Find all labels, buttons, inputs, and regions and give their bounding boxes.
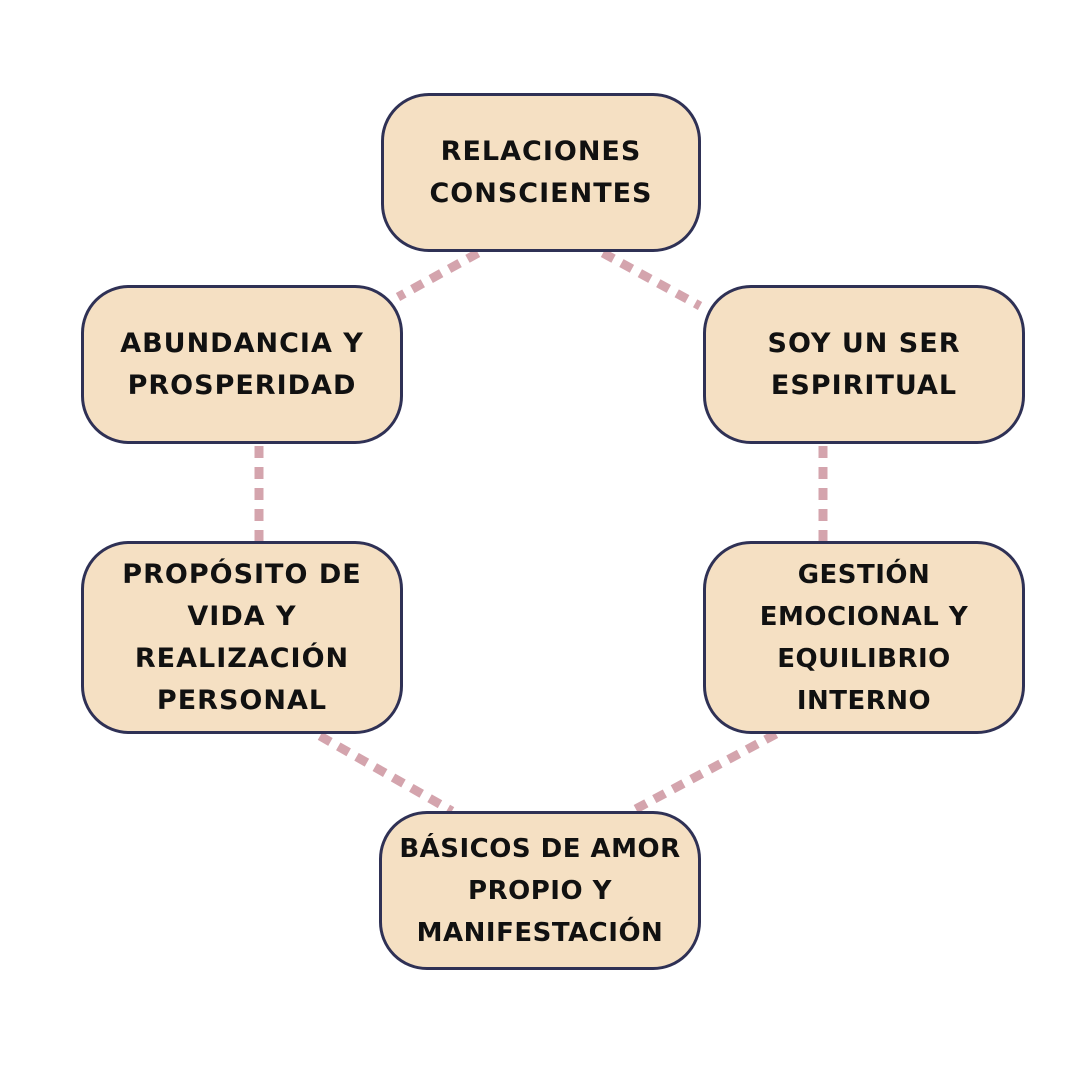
- node-gestion-emocional: GESTIÓN EMOCIONAL Y EQUILIBRIO INTERNO: [703, 541, 1025, 734]
- node-label: SOY UN SER ESPIRITUAL: [767, 327, 961, 401]
- node-relaciones-conscientes: RELACIONES CONSCIENTES: [381, 93, 701, 252]
- node-basicos-amor-propio: BÁSICOS DE AMOR PROPIO Y MANIFESTACIÓN: [379, 811, 701, 970]
- node-proposito-de-vida: PROPÓSITO DE VIDA Y REALIZACIÓN PERSONAL: [81, 541, 403, 734]
- node-label: BÁSICOS DE AMOR PROPIO Y MANIFESTACIÓN: [399, 833, 681, 948]
- connector-relaciones-abundancia: [395, 249, 481, 301]
- connector-relaciones-espiritual: [600, 249, 703, 310]
- node-abundancia-prosperidad: ABUNDANCIA Y PROSPERIDAD: [81, 285, 403, 444]
- connector-gestion-basicos: [629, 730, 779, 815]
- connector-proposito-basicos: [317, 732, 455, 815]
- node-label: PROPÓSITO DE VIDA Y REALIZACIÓN PERSONAL: [122, 558, 362, 716]
- node-ser-espiritual: SOY UN SER ESPIRITUAL: [703, 285, 1025, 444]
- node-label: GESTIÓN EMOCIONAL Y EQUILIBRIO INTERNO: [759, 559, 969, 716]
- node-label: ABUNDANCIA Y PROSPERIDAD: [120, 327, 364, 401]
- node-label: RELACIONES CONSCIENTES: [429, 135, 653, 209]
